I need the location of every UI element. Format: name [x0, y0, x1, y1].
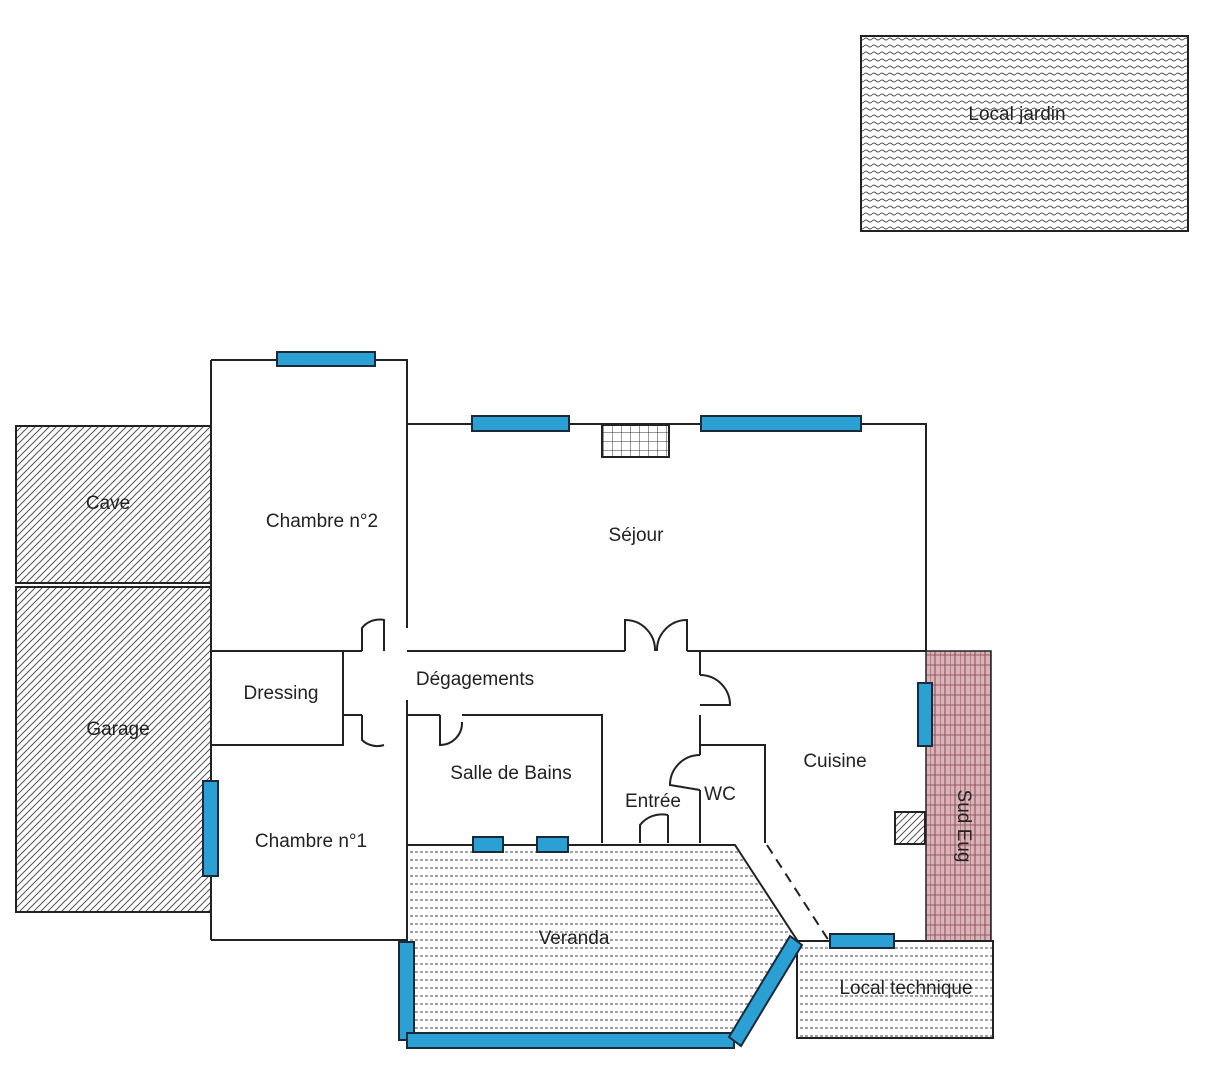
- window-sejour-right: [700, 415, 862, 432]
- window-veranda-left: [398, 941, 415, 1041]
- side-label: Sud Eug: [953, 790, 974, 863]
- door-cuisine: [699, 674, 732, 706]
- door-entree: [639, 813, 669, 843]
- dressing-label: Dressing: [244, 683, 319, 704]
- door-sejour-right: [655, 618, 688, 652]
- local-technique-label: Local technique: [839, 978, 972, 999]
- entree-label: Entrée: [625, 791, 681, 812]
- door-bathroom: [439, 715, 464, 747]
- door-sejour-left: [624, 618, 657, 652]
- fireplace-grid: [601, 424, 670, 458]
- window-chambre1: [202, 780, 219, 877]
- window-bath-1: [472, 836, 504, 853]
- windows: [202, 351, 933, 1049]
- door-chambre2: [361, 618, 385, 651]
- window-veranda-bottom: [406, 1032, 735, 1049]
- room-local-jardin: Local jardin: [860, 35, 1189, 232]
- salle-de-bains-label: Salle de Bains: [450, 763, 571, 784]
- brick-wall-strip: Sud Eug: [925, 650, 992, 942]
- room-local-technique: Local technique: [796, 940, 994, 1039]
- door-wc: [668, 754, 701, 791]
- room-veranda: Veranda: [406, 844, 799, 1041]
- veranda-label: Veranda: [539, 928, 610, 949]
- wc-label: WC: [704, 784, 736, 805]
- degagements-label: Dégagements: [416, 669, 534, 690]
- room-garage: Garage: [15, 586, 212, 913]
- window-local-technique: [829, 933, 895, 949]
- sejour-label: Séjour: [609, 525, 665, 546]
- window-sejour-left: [471, 415, 570, 432]
- garage-label: Garage: [86, 719, 149, 740]
- window-bath-2: [536, 836, 569, 853]
- window-chambre2: [276, 351, 376, 367]
- chambre-2-label: Chambre n°2: [266, 511, 378, 532]
- window-veranda-diagonal: [727, 934, 804, 1048]
- local-jardin-label: Local jardin: [968, 104, 1065, 125]
- chambre-1-label: Chambre n°1: [255, 831, 367, 852]
- room-cave: Cave: [15, 425, 212, 584]
- door-dressing: [361, 715, 385, 748]
- cave-label: Cave: [86, 493, 130, 514]
- cuisine-label: Cuisine: [803, 751, 866, 772]
- window-cuisine: [917, 682, 933, 747]
- doors: [361, 618, 732, 843]
- chimney-block: [894, 811, 926, 845]
